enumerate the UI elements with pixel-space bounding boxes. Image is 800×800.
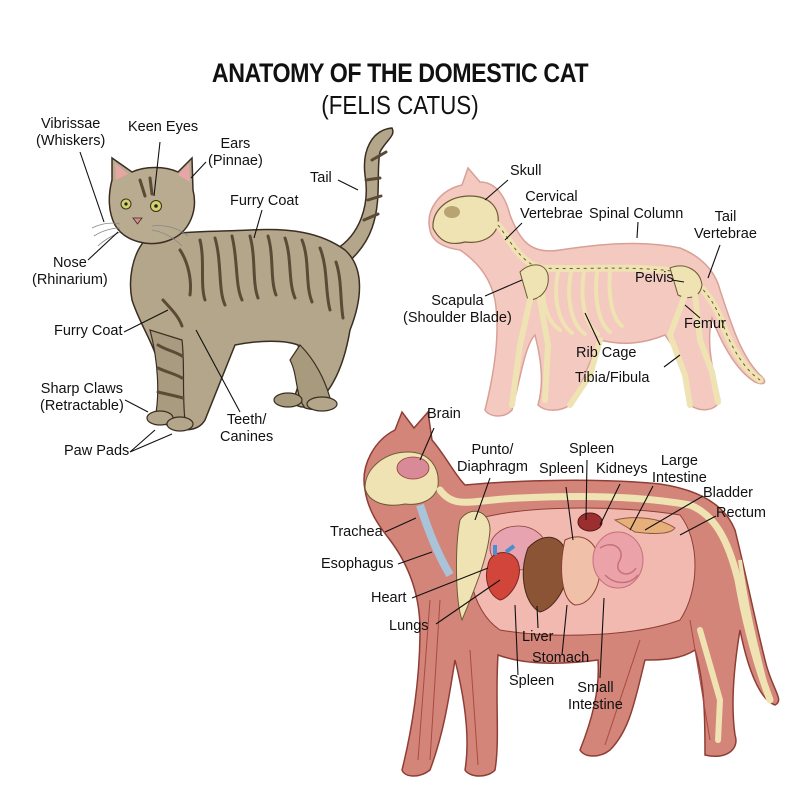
brain-organ	[396, 456, 430, 480]
diagram-subtitle: (FELIS CATUS)	[321, 90, 479, 120]
cat-whiskers	[91, 222, 189, 247]
label-nose: Nose(Rhinarium)	[32, 255, 108, 288]
skeletal-cat-illustration	[428, 166, 766, 417]
label-spleen-mid: Spleen	[539, 461, 585, 477]
trachea-organ	[416, 503, 454, 578]
label-scapula: Scapula(Shoulder Blade)	[403, 293, 512, 326]
label-keen-eyes: Keen Eyes	[128, 119, 199, 135]
label-furry-coat-top: Furry Coat	[230, 193, 299, 209]
label-heart: Heart	[371, 590, 407, 606]
hind-leg-bones	[666, 292, 721, 408]
kidney-organ	[577, 512, 603, 532]
leader-lines	[79, 141, 721, 679]
label-tail: Tail	[310, 170, 332, 186]
label-trachea: Trachea	[330, 524, 383, 540]
liver-organ	[522, 536, 569, 613]
tabby-stripes	[138, 150, 388, 400]
label-skull: Skull	[510, 163, 542, 179]
label-spleen-top: Spleen	[569, 441, 615, 457]
label-kidneys: Kidneys	[596, 461, 648, 477]
label-femur: Femur	[684, 316, 726, 332]
label-esophagus: Esophagus	[321, 556, 394, 572]
label-rectum: Rectum	[716, 505, 766, 521]
front-paw-right	[166, 416, 194, 432]
label-diaphragm: Punto/Diaphragm	[457, 442, 528, 475]
cat-nose	[132, 217, 143, 225]
external-cat-illustration	[91, 127, 394, 432]
label-ears: Ears(Pinnae)	[208, 136, 263, 169]
label-rib-cage: Rib Cage	[576, 345, 637, 361]
label-stomach: Stomach	[532, 650, 590, 666]
internal-cat-illustration	[363, 410, 780, 777]
label-teeth: Teeth/Canines	[220, 412, 274, 445]
cat-tail	[334, 127, 394, 272]
label-brain: Brain	[427, 406, 461, 422]
internal-scapula	[455, 510, 491, 622]
label-furry-coat-side: Furry Coat	[54, 323, 123, 339]
label-lungs: Lungs	[389, 618, 429, 634]
small-intestine-organ	[592, 531, 644, 589]
heart-organ	[486, 552, 520, 601]
ear-inner-right	[178, 163, 190, 182]
front-leg-bones	[509, 297, 552, 408]
label-sharp-claws: Sharp Claws(Retractable)	[40, 381, 124, 414]
internal-spine	[436, 486, 774, 704]
hind-paw-right	[306, 396, 338, 412]
cat-head	[108, 156, 196, 245]
label-spinal-column: Spinal Column	[589, 206, 684, 222]
ear-inner-left	[115, 163, 128, 180]
leg-muscles	[417, 599, 711, 766]
label-spleen-bottom: Spleen	[509, 673, 555, 689]
rib-cage-bones	[541, 270, 624, 336]
label-tibia-fibula: Tibia/Fibula	[575, 370, 650, 386]
hind-paw-left	[273, 392, 303, 408]
scapula-bone	[519, 264, 549, 301]
label-vibrissae: Vibrissae(Whiskers)	[36, 116, 106, 149]
label-pelvis: Pelvis	[635, 270, 674, 286]
diagram-title: ANATOMY OF THE DOMESTIC CAT	[211, 58, 589, 88]
label-paw-pads: Paw Pads	[64, 443, 130, 459]
label-bladder: Bladder	[703, 485, 753, 501]
label-liver: Liver	[522, 629, 554, 645]
stomach-organ	[561, 536, 601, 606]
